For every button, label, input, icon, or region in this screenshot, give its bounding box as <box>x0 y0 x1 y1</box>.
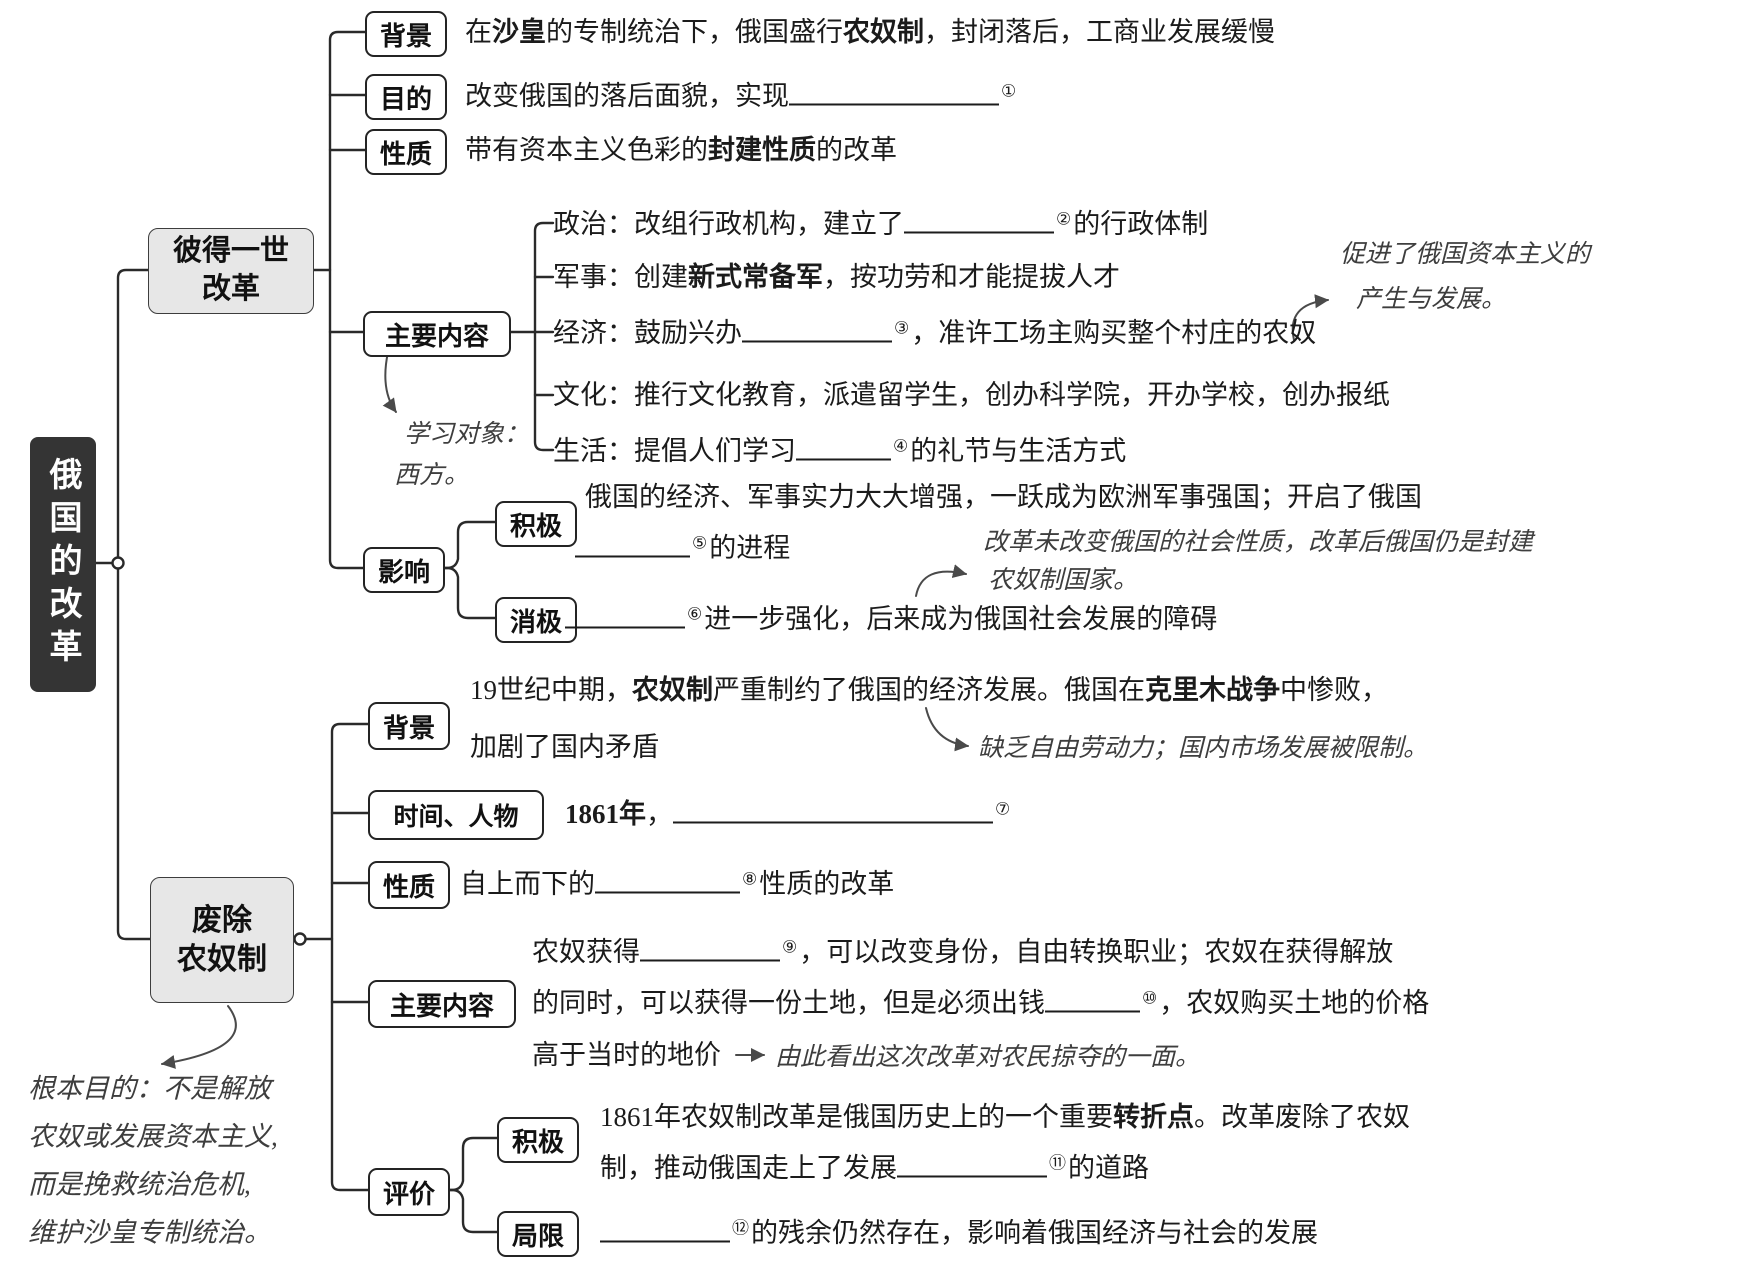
note-labor: 缺乏自由劳动力；国内市场发展被限制。 <box>978 735 1429 762</box>
text-nature-1: 带有资本主义色彩的封建性质的改革 <box>465 134 897 165</box>
trunk-line <box>116 268 152 941</box>
text-evaluation-limit: ⑫的残余仍然存在，影响着俄国经济与社会的发展 <box>600 1214 1318 1249</box>
text-background-2-line1: 19世纪中期，农奴制严重制约了俄国的经济发展。俄国在克里木战争中惨败， <box>470 674 1388 705</box>
arrow-labor-note <box>925 707 969 752</box>
arrow-impact-note <box>915 564 967 597</box>
note-purpose-line4: 维护沙皇专制统治。 <box>28 1217 271 1248</box>
node-peter-reform: 彼得一世 改革 <box>148 228 314 314</box>
node-peter-line2: 改革 <box>201 273 260 305</box>
text-impact-positive-line2: ⑤的进程 <box>575 529 790 564</box>
tag-positive-1: 积极 <box>495 501 577 547</box>
tag-positive-2: 积极 <box>497 1117 579 1163</box>
text-background-2-line2: 加剧了国内矛盾 <box>470 731 659 762</box>
node-abolition-line2: 农奴制 <box>177 943 267 976</box>
tag-impact: 影响 <box>363 547 445 593</box>
text-impact-negative: ⑥进一步强化，后来成为俄国社会发展的障碍 <box>565 600 1217 635</box>
text-impact-positive-line1: 俄国的经济、军事实力大大增强，一跃成为欧洲军事强国；开启了俄国 <box>585 481 1422 512</box>
text-background-1: 在沙皇的专制统治下，俄国盛行农奴制，封闭落后，工商业发展缓慢 <box>465 16 1275 47</box>
tag-main-content-1: 主要内容 <box>363 311 511 357</box>
tag-purpose: 目的 <box>365 74 447 120</box>
tag-nature-1: 性质 <box>365 129 447 175</box>
tag-background-2: 背景 <box>368 702 450 750</box>
text-evaluation-positive-line1: 1861年农奴制改革是俄国历史上的一个重要转折点。改革废除了农奴 <box>600 1101 1410 1132</box>
peter-spine <box>328 30 367 570</box>
note-study-target-line1: 学习对象： <box>404 421 530 448</box>
note-study-target-line2: 西方。 <box>394 462 470 489</box>
tag-nature-2: 性质 <box>368 861 450 909</box>
root-junction-dot <box>111 556 125 570</box>
impact-bracket-up <box>439 520 497 570</box>
note-impact-line1: 改革未改变俄国的社会性质，改革后俄国仍是封建 <box>983 529 1534 556</box>
evaluation-bracket-down <box>444 1188 499 1234</box>
text-content-2-line3: 高于当时的地价 <box>532 1039 721 1070</box>
node-peter-line1: 彼得一世 <box>172 235 289 268</box>
note-plunder: 由此看出这次改革对农民掠夺的一面。 <box>775 1044 1201 1071</box>
note-purpose-line1: 根本目的：不是解放 <box>28 1073 271 1104</box>
tag-negative: 消极 <box>495 597 577 643</box>
node-abolish-serfdom: 废除 农奴制 <box>150 877 294 1003</box>
root-node: 俄国的改革 <box>30 437 96 692</box>
note-purpose-line3: 而是挽救统治危机, <box>28 1169 251 1200</box>
note-purpose-line2: 农奴或发展资本主义, <box>28 1121 278 1152</box>
abolition-junction-dot <box>293 932 307 946</box>
impact-bracket-down <box>439 566 497 620</box>
tag-time-people: 时间、人物 <box>368 790 544 840</box>
text-military: 军事：创建新式常备军，按功劳和才能提拔人才 <box>553 261 1120 292</box>
arrow-capitalism-note <box>1291 294 1329 341</box>
evaluation-bracket-up <box>444 1136 499 1192</box>
note-capitalism-line2: 产生与发展。 <box>1356 286 1507 313</box>
content1-spine <box>533 221 555 452</box>
tag-main-content-2: 主要内容 <box>368 980 516 1028</box>
note-impact-line2: 农奴制国家。 <box>988 567 1139 594</box>
tag-limitation: 局限 <box>497 1211 579 1257</box>
node-abolition-line1: 废除 <box>192 904 252 937</box>
text-culture: 文化：推行文化教育，派遣留学生，创办科学院，开办学校，创办报纸 <box>553 379 1390 410</box>
arrow-study-note <box>382 351 397 413</box>
abolition-spine <box>330 722 370 1192</box>
tag-background-1: 背景 <box>365 11 447 57</box>
note-capitalism-line1: 促进了俄国资本主义的 <box>1340 241 1591 268</box>
arrow-purpose-note <box>161 1005 237 1069</box>
tag-evaluation: 评价 <box>368 1168 450 1216</box>
text-time-people: 1861年，⑦ <box>565 795 1012 830</box>
